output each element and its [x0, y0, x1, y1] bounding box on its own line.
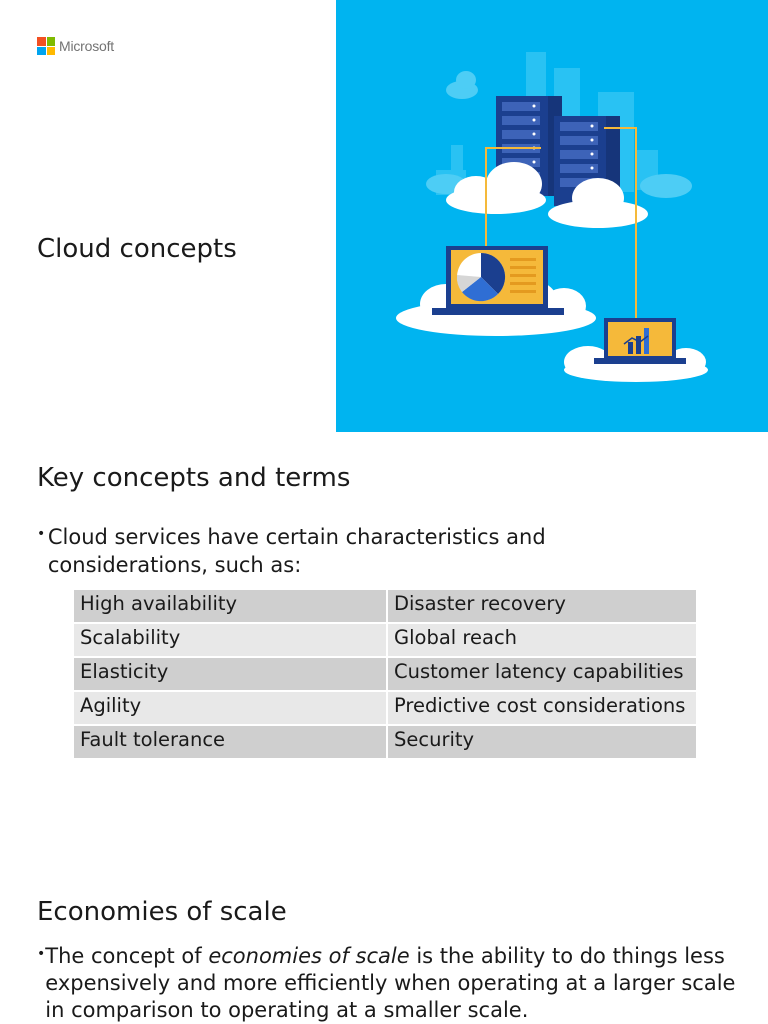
- bullet-text: Cloud services have certain characterist…: [47, 525, 546, 577]
- cover-slide: Microsoft Cloud concepts: [0, 0, 768, 432]
- table-cell: High availability: [72, 588, 388, 624]
- table-cell: Scalability: [72, 622, 388, 658]
- table-row: Scalability Global reach: [72, 622, 698, 658]
- microsoft-wordmark: Microsoft: [59, 38, 114, 54]
- bullet-icon: •: [37, 526, 46, 542]
- economies-title: Economies of scale: [37, 897, 287, 927]
- table-cell: Customer latency capabilities: [386, 656, 698, 692]
- key-concepts-bullet: • Cloud services have certain characteri…: [37, 523, 637, 579]
- economies-bullet: • The concept of economies of scale is t…: [37, 943, 747, 1024]
- key-concepts-title: Key concepts and terms: [37, 463, 351, 493]
- cover-title: Cloud concepts: [37, 234, 237, 264]
- bullet-text-end: is the ability to do things less expensi…: [45, 944, 736, 1022]
- bullet-icon: •: [37, 946, 46, 962]
- table-cell: Elasticity: [72, 656, 388, 692]
- laptop-pie-chart-icon: [432, 246, 564, 315]
- concepts-table: High availability Disaster recovery Scal…: [72, 588, 698, 760]
- table-cell: Predictive cost considerations: [386, 690, 698, 726]
- table-cell: Fault tolerance: [72, 724, 388, 760]
- laptop-bar-chart-icon: [594, 318, 686, 364]
- table-cell: Agility: [72, 690, 388, 726]
- cloud-illustration: [336, 0, 768, 432]
- table-cell: Disaster recovery: [386, 588, 698, 624]
- table-row: Fault tolerance Security: [72, 724, 698, 760]
- economies-of-scale-term: economies of scale: [208, 944, 410, 968]
- table-row: Agility Predictive cost considerations: [72, 690, 698, 726]
- bullet-text-start: The concept of: [45, 944, 209, 968]
- microsoft-logo-icon: [37, 37, 55, 55]
- table-row: Elasticity Customer latency capabilities: [72, 656, 698, 692]
- table-cell: Security: [386, 724, 698, 760]
- table-cell: Global reach: [386, 622, 698, 658]
- bullet-text: The concept of economies of scale is the…: [45, 943, 747, 1024]
- table-row: High availability Disaster recovery: [72, 588, 698, 624]
- microsoft-logo: Microsoft: [37, 37, 114, 55]
